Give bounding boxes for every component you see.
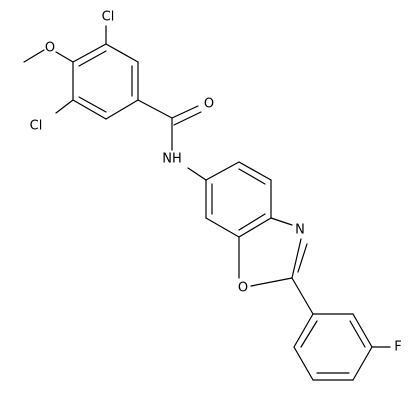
bond	[293, 346, 314, 381]
bond	[105, 99, 139, 120]
bond	[137, 99, 173, 119]
bond	[349, 320, 366, 348]
bond	[72, 99, 107, 120]
bond	[205, 217, 240, 238]
bond	[78, 50, 107, 67]
bond	[297, 243, 308, 273]
bond	[352, 313, 373, 348]
bond	[293, 313, 314, 348]
oxazole-oxygen-label: O	[238, 281, 248, 296]
bond	[173, 111, 202, 126]
fluorine-label: F	[394, 340, 401, 355]
benzoxazole-benzo-ring	[205, 161, 272, 238]
bond	[171, 105, 199, 119]
bond	[187, 167, 207, 181]
bond	[291, 238, 302, 279]
bond	[55, 51, 74, 63]
oxazole-nitrogen-label: N	[295, 223, 305, 238]
fluorophenyl-ring	[293, 313, 373, 381]
bond	[352, 346, 373, 381]
carbonyl-oxygen-label: O	[204, 97, 214, 112]
bond	[250, 277, 293, 287]
bond	[238, 161, 272, 181]
bond	[238, 213, 266, 231]
amide-nh-label: NH	[162, 152, 182, 167]
bond	[55, 99, 74, 114]
dichloromethoxyphenyl-ring	[72, 43, 139, 120]
bond	[78, 96, 107, 113]
bond	[291, 277, 314, 315]
methoxy-oxygen-label: O	[45, 41, 55, 56]
bond	[238, 168, 266, 185]
bond	[105, 43, 139, 63]
chlorine-label: Cl	[30, 119, 43, 134]
bond	[238, 217, 272, 238]
bond	[270, 217, 293, 226]
bond	[23, 49, 45, 63]
bond	[300, 320, 318, 348]
oxazole-ring	[238, 217, 308, 287]
bond	[72, 43, 107, 63]
chlorine-label: Cl	[102, 10, 115, 25]
bond	[205, 161, 240, 181]
